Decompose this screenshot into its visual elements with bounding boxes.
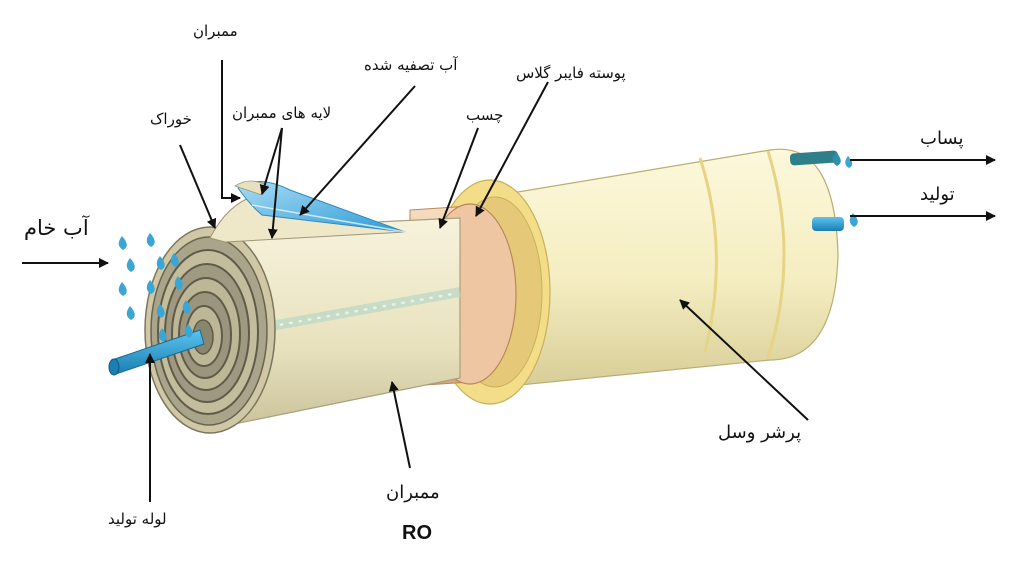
label-membrane-bottom: ممبران xyxy=(386,482,440,503)
label-fiberglass-shell: پوسته فایبر گلاس xyxy=(516,64,626,82)
label-glue: چسب xyxy=(466,106,504,124)
label-membrane-top: ممبران xyxy=(193,22,238,40)
outlet-pipes xyxy=(789,150,858,231)
label-product-tube: لوله تولید xyxy=(108,510,167,528)
label-raw-water: آب خام xyxy=(24,216,89,240)
label-ro: RO xyxy=(402,522,432,544)
membrane-roll xyxy=(144,217,461,434)
callout-arrows xyxy=(22,60,996,502)
label-purified-water: آب تصفیه شده xyxy=(364,56,458,74)
label-reject: پساب xyxy=(920,128,964,149)
label-feed: خوراک xyxy=(150,110,192,128)
label-product: تولید xyxy=(920,184,955,205)
raw-water-droplets xyxy=(118,233,193,342)
label-pressure-vessel: پرشر وسل xyxy=(718,422,802,443)
membrane-sheets xyxy=(209,180,406,243)
product-tube xyxy=(108,329,205,376)
label-membrane-layers: لایه های ممبران xyxy=(232,104,332,122)
